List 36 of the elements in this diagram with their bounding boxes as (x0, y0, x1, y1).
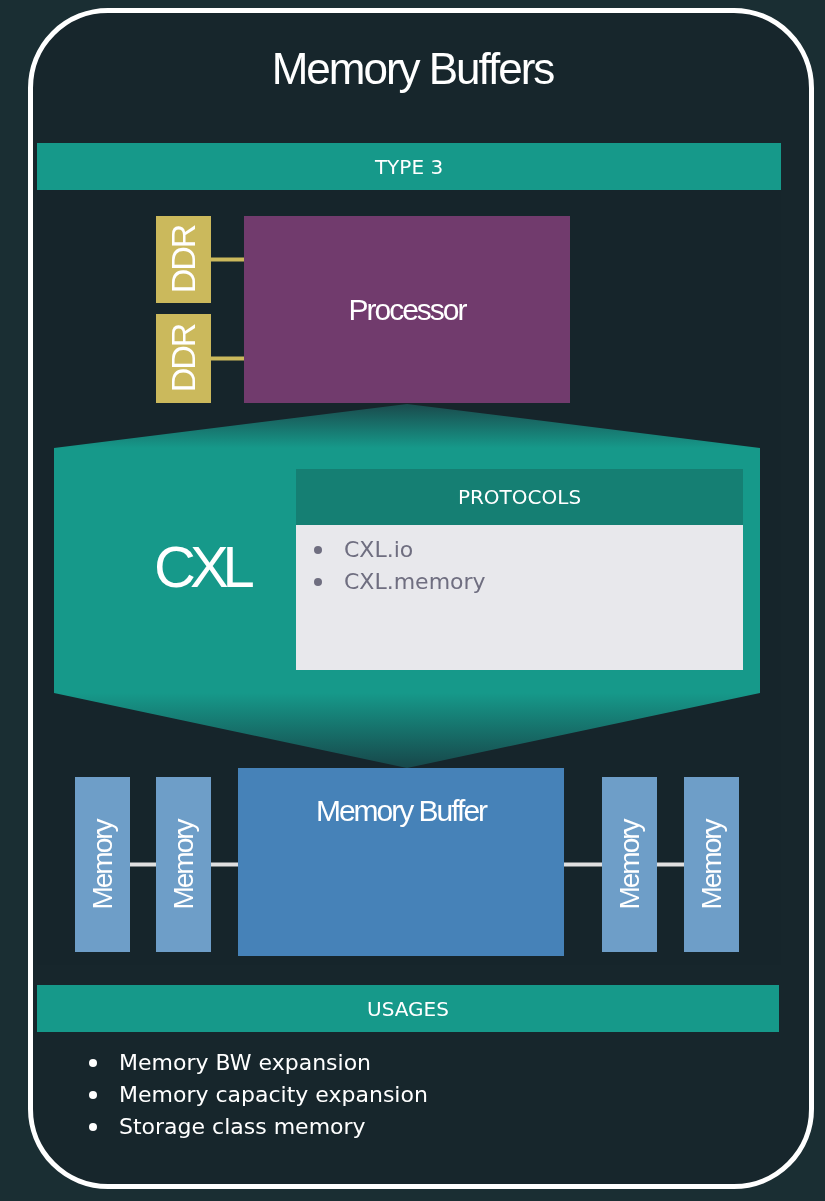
connector-line (211, 257, 244, 262)
list-item: CXL.io (344, 536, 414, 562)
protocols-card (296, 469, 743, 670)
list-item: Storage class memory (119, 1113, 366, 1139)
connector-line (564, 862, 602, 867)
section-header (37, 985, 779, 1032)
section-title: USAGES (367, 996, 449, 1021)
interconnect-panel (54, 448, 760, 693)
list-item: CXL.memory (344, 568, 486, 594)
module-label: DDR (164, 225, 203, 294)
module-label: Memory (86, 819, 119, 910)
section-header (37, 143, 781, 190)
interconnect-label: CXL (154, 534, 249, 599)
connector-line (130, 862, 156, 867)
buffer-box (238, 768, 564, 956)
diagram-title: Memory Buffers (270, 44, 555, 94)
module-label: Memory (613, 819, 646, 910)
memory-module (156, 777, 211, 952)
module-label: DDR (164, 324, 203, 393)
box-label: Processor (348, 292, 466, 327)
list-item: Memory capacity expansion (119, 1081, 428, 1107)
connector-line (211, 356, 244, 361)
memory-module (156, 216, 211, 303)
module-label: Memory (695, 819, 728, 910)
connector-line (657, 862, 684, 867)
section-title: TYPE 3 (374, 154, 444, 179)
module-label: Memory (167, 819, 200, 910)
connector-line (211, 862, 238, 867)
box-label: Memory Buffer (315, 794, 487, 828)
memory-module (602, 777, 657, 952)
processor-box (244, 216, 570, 403)
memory-module (75, 777, 130, 952)
card-title: PROTOCOLS (457, 485, 582, 509)
memory-module (156, 314, 211, 403)
list-item: Memory BW expansion (119, 1049, 372, 1075)
memory-module (684, 777, 739, 952)
